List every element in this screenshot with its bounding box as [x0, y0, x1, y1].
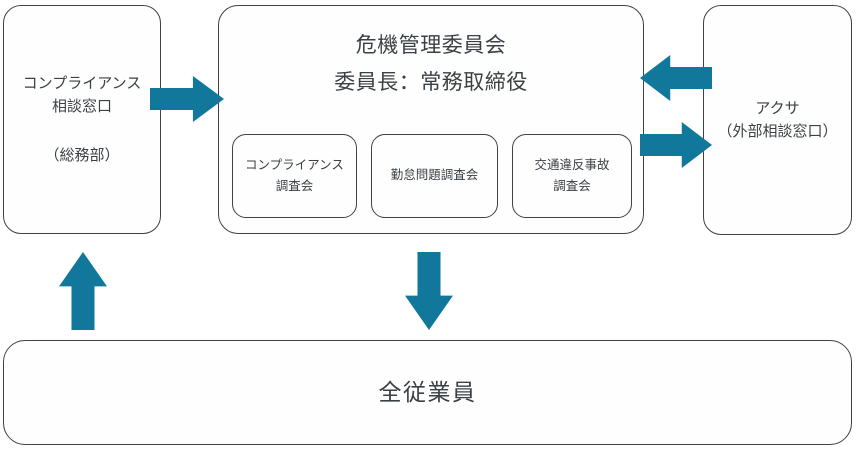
- all-employees-label: 全従業員: [378, 378, 477, 405]
- axa-line-1: アクサ: [755, 99, 800, 117]
- arrow-right-icon-desk-to-committee: [150, 76, 224, 122]
- compliance-desk-line-1: コンプライアンス: [22, 74, 142, 92]
- node-axa-external-desk: アクサ （外部相談窓口）: [703, 5, 852, 235]
- arrow-right-icon-committee-to-axa: [640, 122, 712, 168]
- risk-committee-chair: 委員長：常務取締役: [334, 70, 528, 94]
- subnode-attendance-line-1: 勤怠問題調査会: [390, 168, 479, 183]
- subnode-traffic-line-1: 交通違反事故: [534, 157, 610, 172]
- risk-committee-title: 危機管理委員会: [355, 34, 507, 57]
- node-compliance-consultation-desk: コンプライアンス 相談窓口 （総務部）: [3, 5, 161, 234]
- subnode-compliance-investigation: コンプライアンス 調査会: [232, 134, 357, 218]
- compliance-desk-line-3: （総務部）: [44, 147, 120, 165]
- subnode-traffic-accident-investigation: 交通違反事故 調査会: [512, 134, 632, 218]
- arrow-up-icon-employees-to-desk: [59, 252, 107, 330]
- subnode-compliance-line-1: コンプライアンス: [245, 157, 344, 172]
- node-risk-management-committee: 危機管理委員会 委員長：常務取締役 コンプライアンス 調査会 勤怠問題調査会 交…: [218, 5, 644, 234]
- compliance-desk-line-2: 相談窓口: [51, 97, 112, 115]
- axa-line-2: （外部相談窓口）: [717, 123, 838, 140]
- subnode-attendance-investigation: 勤怠問題調査会: [371, 134, 498, 218]
- arrow-left-icon-axa-to-committee: [640, 55, 712, 101]
- node-all-employees: 全従業員: [3, 340, 852, 445]
- subcommittee-group: コンプライアンス 調査会 勤怠問題調査会 交通違反事故 調査会: [219, 134, 645, 226]
- arrow-down-icon-committee-to-employees: [405, 252, 453, 330]
- subnode-traffic-line-2: 調査会: [553, 179, 591, 193]
- subnode-compliance-line-2: 調査会: [275, 179, 314, 193]
